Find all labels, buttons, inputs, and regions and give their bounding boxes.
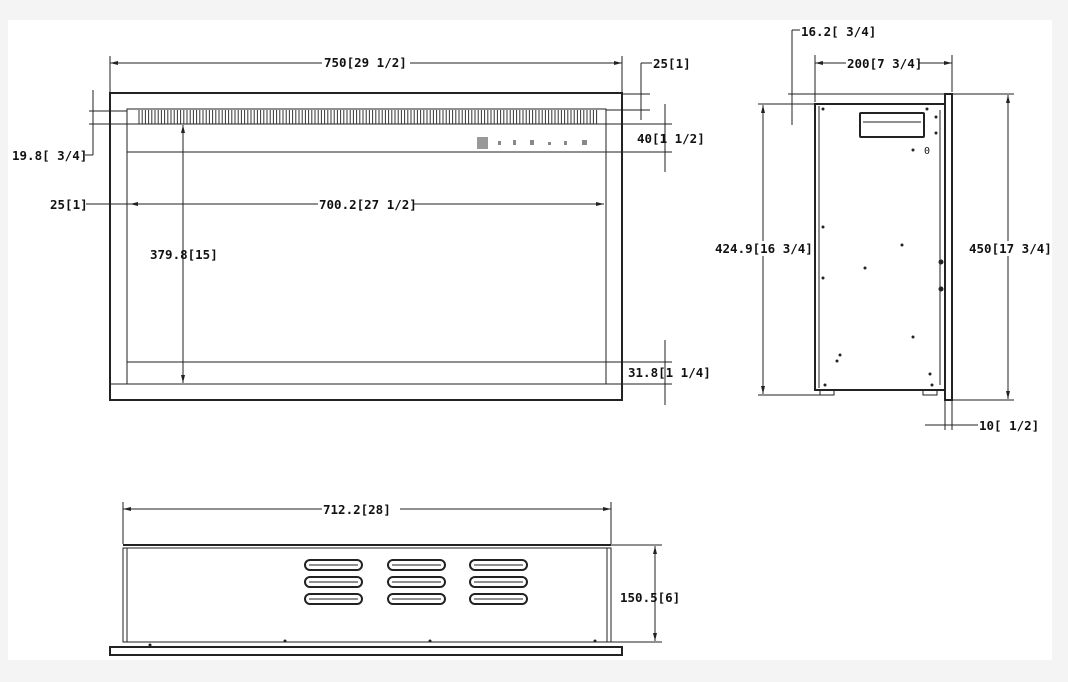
louver-slot [387, 576, 446, 588]
dim-frame-side-left: 25[1] [50, 197, 88, 212]
dim-opening-width: 700.2[27 1/2] [319, 197, 417, 212]
vent-louvers [304, 559, 528, 605]
louver-slot [469, 593, 528, 605]
dim-control-band: 40[1 1/2] [637, 131, 705, 146]
louver-slot [387, 559, 446, 571]
dim-bottom-band: 31.8[1 1/4] [628, 365, 711, 380]
louver-slot [469, 576, 528, 588]
dim-body-depth: 150.5[6] [620, 590, 680, 605]
dim-panel-thickness: 10[ 1/2] [979, 418, 1039, 433]
louver-slot [304, 593, 363, 605]
mounting-holes [821, 107, 944, 387]
side-view: 0 [758, 29, 1014, 430]
side-view-labels: 16.2[ 3/4] 200[7 3/4] 424.9[16 3/4] 450[… [714, 24, 1052, 433]
bottom-view [109, 502, 662, 656]
dim-top-offset: 16.2[ 3/4] [801, 24, 876, 39]
control-panel-icons [477, 137, 587, 149]
dim-overall-width: 750[29 1/2] [324, 55, 407, 70]
dim-opening-height: 379.8[15] [150, 247, 218, 262]
louver-slot [304, 576, 363, 588]
louver-slot [387, 593, 446, 605]
top-vent-grille [138, 110, 598, 124]
dim-frame-side-top: 25[1] [653, 56, 691, 71]
bottom-view-labels: 712.2[28] 150.5[6] [322, 502, 680, 605]
dim-depth: 200[7 3/4] [847, 56, 922, 71]
dim-body-height: 424.9[16 3/4] [715, 241, 813, 256]
front-view-labels: 750[29 1/2] 25[1] 19.8[ 3/4] 40[1 1/2] 2… [12, 55, 711, 380]
louver-slot [469, 559, 528, 571]
dim-overall-height: 450[17 3/4] [969, 241, 1052, 256]
dim-body-width: 712.2[28] [323, 502, 391, 517]
side-marker: 0 [924, 146, 930, 157]
dim-top-trim: 19.8[ 3/4] [12, 148, 87, 163]
front-view [85, 56, 672, 405]
louver-slot [304, 559, 363, 571]
